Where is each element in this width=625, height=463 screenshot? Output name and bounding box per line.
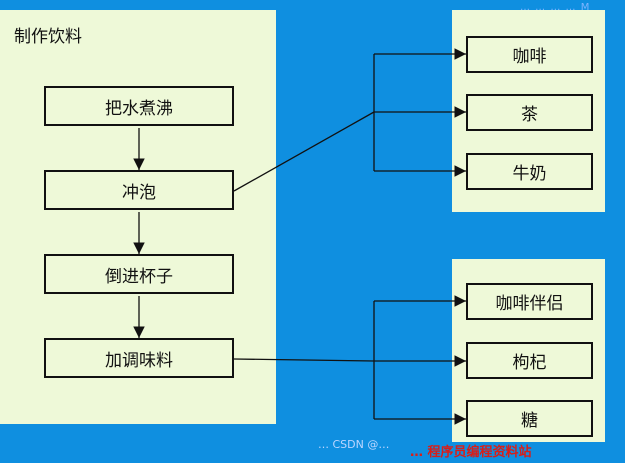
option-sugar: 糖: [466, 400, 593, 437]
option-tea: 茶: [466, 94, 593, 131]
watermark-top: … … … … M: [520, 2, 591, 13]
step-boil-water: 把水煮沸: [44, 86, 234, 126]
option-milk: 牛奶: [466, 153, 593, 190]
watermark-red: … 程序员编程资料站: [410, 445, 532, 460]
step-brew: 冲泡: [44, 170, 234, 210]
option-goji: 枸杞: [466, 342, 593, 379]
panel-title: 制作饮料: [14, 27, 82, 47]
watermark-csdn: … CSDN @…: [318, 438, 390, 451]
option-coffee-mate: 咖啡伴侣: [466, 283, 593, 320]
option-coffee: 咖啡: [466, 36, 593, 73]
step-add-condiment: 加调味料: [44, 338, 234, 378]
step-pour-cup: 倒进杯子: [44, 254, 234, 294]
